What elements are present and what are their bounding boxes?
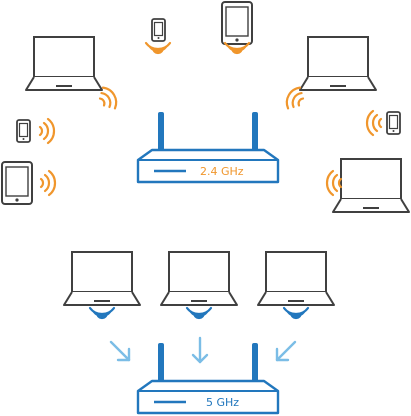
wifi-waves-5-laptop-bottom-left	[88, 306, 116, 320]
wifi-waves-2-4-tablet-left	[39, 169, 57, 197]
laptop-bottom-left-icon	[63, 251, 141, 306]
tablet-top-icon	[221, 1, 253, 45]
laptop-top-left-icon	[25, 36, 103, 91]
wifi-waves-2-4-phone-right	[365, 109, 383, 137]
phone-right-icon	[386, 111, 401, 135]
tablet-left-icon	[1, 161, 33, 205]
arrow-right-icon	[275, 340, 297, 362]
phone-top-icon	[151, 18, 166, 42]
arrow-center-icon	[191, 336, 209, 364]
wifi-waves-5-laptop-bottom-center	[185, 306, 213, 320]
wifi-waves-2-4-phone-left	[38, 117, 56, 145]
router-5-ghz-label: 5 GHz	[206, 396, 239, 409]
arrow-left-icon	[109, 340, 131, 362]
phone-left-icon	[16, 119, 31, 143]
laptop-right-icon	[332, 158, 410, 213]
laptop-bottom-right-icon	[257, 251, 335, 306]
laptop-bottom-center-icon	[160, 251, 238, 306]
wifi-waves-2-4-laptop-right	[325, 169, 343, 197]
router-2-4-ghz-label: 2.4 GHz	[200, 165, 244, 178]
wifi-waves-2-4-phone-top	[144, 41, 172, 55]
laptop-top-right-icon	[299, 36, 377, 91]
wifi-waves-5-laptop-bottom-right	[282, 306, 310, 320]
